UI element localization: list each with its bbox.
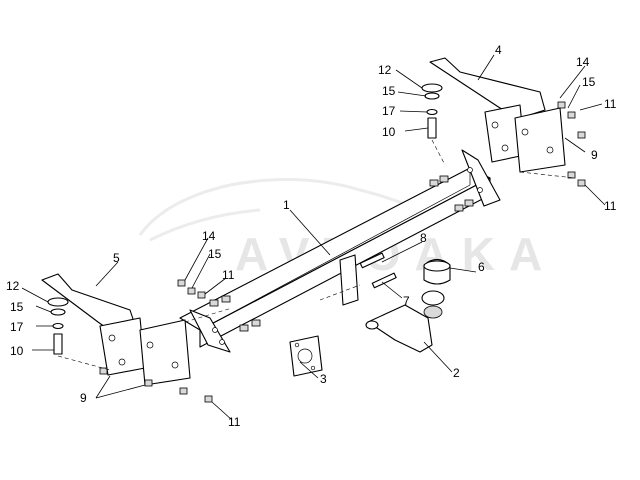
leader-lines (21, 54, 606, 421)
assembly-lines (57, 139, 576, 371)
beam-bolts-right (429, 175, 474, 212)
callout-11-left-top: 11 (222, 268, 235, 282)
callout-12-right: 12 (378, 63, 392, 77)
callout-2: 2 (453, 366, 460, 380)
callout-9-left: 9 (80, 391, 87, 405)
left-hardware-stack (47, 297, 69, 355)
callout-6: 6 (478, 260, 485, 274)
socket-plate (289, 335, 323, 377)
callout-14-left: 14 (202, 229, 216, 243)
callout-14-right: 14 (576, 55, 590, 69)
callout-labels: 1 2 3 4 5 6 7 8 9 9 10 10 11 11 11 11 12… (6, 43, 617, 429)
callout-10-right: 10 (382, 125, 396, 139)
callout-12-left: 12 (6, 279, 20, 293)
callout-15-right-side: 15 (582, 75, 596, 89)
right-side-bolts (557, 101, 586, 187)
callout-3: 3 (320, 372, 327, 386)
callout-7: 7 (403, 294, 410, 308)
callout-17-left: 17 (10, 320, 24, 334)
callout-10-left: 10 (10, 344, 24, 358)
right-hardware-stack (421, 83, 443, 139)
callout-8: 8 (420, 231, 427, 245)
callout-11-left-bottom: 11 (228, 415, 241, 429)
callout-11-right-bottom: 11 (604, 199, 617, 213)
right-bracket (429, 57, 566, 173)
towball-neck (365, 290, 445, 353)
beam-bolts-left (209, 295, 261, 332)
callout-4: 4 (495, 43, 502, 57)
callout-15-left-side: 15 (208, 247, 222, 261)
callout-15-right-stack: 15 (382, 84, 396, 98)
callout-11-right-top: 11 (604, 97, 617, 111)
callout-15-left-stack: 15 (10, 300, 24, 314)
neck-mounting-bolts (339, 252, 397, 306)
callout-17-right: 17 (382, 104, 396, 118)
callout-1: 1 (283, 198, 290, 212)
ball-cap (423, 258, 451, 285)
left-bracket (41, 273, 191, 386)
callout-9-right: 9 (591, 148, 598, 162)
left-side-bolts (99, 279, 213, 403)
callout-5: 5 (113, 251, 120, 265)
